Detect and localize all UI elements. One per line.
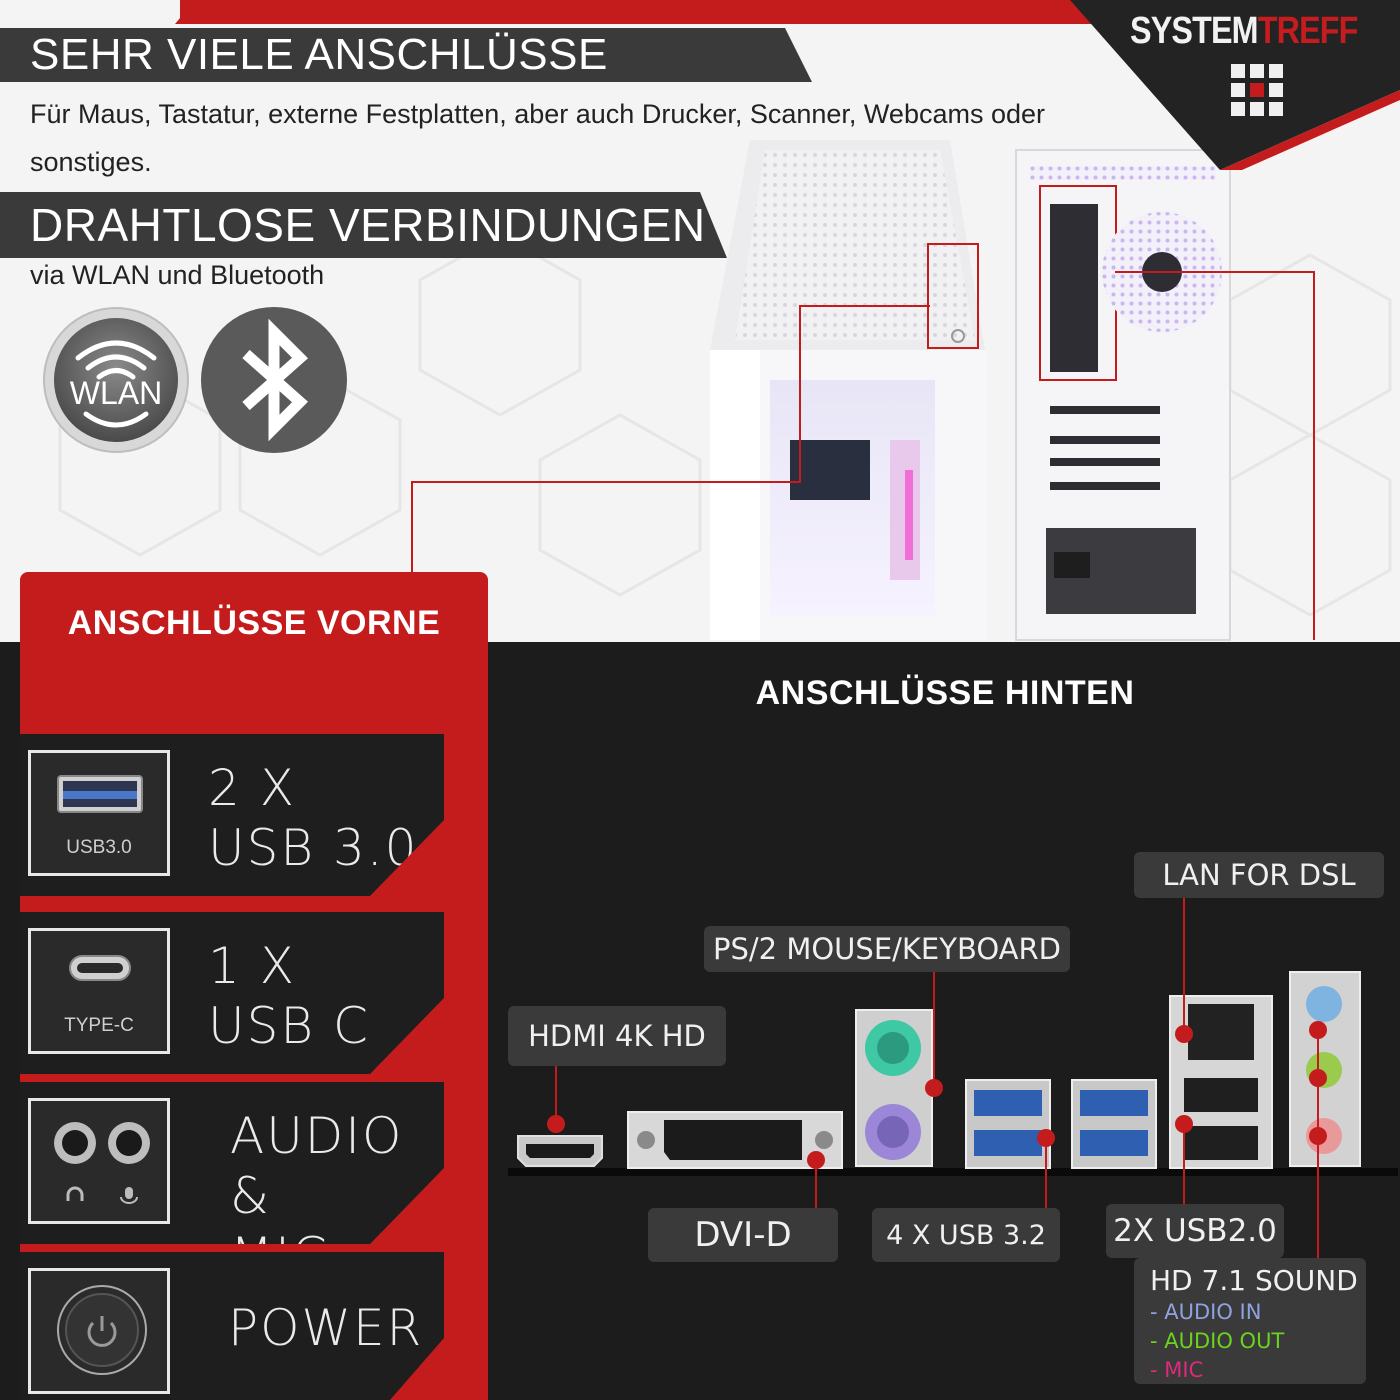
usb-c-port-icon bbox=[69, 955, 131, 981]
power-port-box bbox=[28, 1268, 170, 1394]
hdmi-port-icon bbox=[517, 1135, 603, 1167]
wlan-icon: WLAN bbox=[43, 307, 189, 453]
usbc-label: 1 X USB C bbox=[208, 936, 370, 1056]
front-row-power: POWER bbox=[20, 1252, 444, 1400]
usb32-label: 4 X USB 3.2 bbox=[872, 1208, 1060, 1262]
audio-label-line1: AUDIO & bbox=[230, 1107, 404, 1225]
logo-text-treff: TREFF bbox=[1257, 10, 1359, 52]
dvi-port-icon bbox=[627, 1111, 843, 1169]
section-title-connections: SEHR VIELE ANSCHLÜSSE bbox=[0, 28, 812, 82]
power-label: POWER bbox=[228, 1299, 424, 1357]
sound-audio-out: - AUDIO OUT bbox=[1150, 1329, 1285, 1353]
usb30-label: 2 X USB 3.0 bbox=[208, 758, 418, 878]
rear-ports-title: ANSCHLÜSSE HINTEN bbox=[755, 674, 1135, 712]
usb30-caption: USB3.0 bbox=[66, 837, 132, 858]
front-ports-title: ANSCHLÜSSE VORNE bbox=[67, 604, 441, 642]
usbc-label-line1: 1 X bbox=[208, 937, 296, 995]
dvi-label: DVI-D bbox=[648, 1208, 838, 1262]
pc-case-rear-image bbox=[1015, 149, 1231, 641]
section1-description: Für Maus, Tastatur, externe Festplatten,… bbox=[30, 99, 1046, 177]
usb30-label-line1: 2 X bbox=[208, 759, 296, 817]
sound-audio-in: - AUDIO IN bbox=[1150, 1300, 1262, 1324]
section-title-wireless: DRAHTLOSE VERBINDUNGEN bbox=[0, 192, 727, 258]
front-row-usb30: USB3.0 2 X USB 3.0 bbox=[20, 734, 444, 896]
hdmi-label: HDMI 4K HD bbox=[508, 1006, 726, 1066]
usb32-ports-icon bbox=[965, 1079, 1157, 1169]
usb30-port-box: USB3.0 bbox=[28, 750, 170, 876]
ps2-label: PS/2 MOUSE/KEYBOARD bbox=[704, 926, 1070, 972]
usb30-label-line2: USB 3.0 bbox=[208, 819, 419, 877]
pc-case-front-image bbox=[710, 140, 986, 640]
audio-port-box bbox=[28, 1098, 170, 1224]
front-row-usbc: TYPE-C 1 X USB C bbox=[20, 912, 444, 1074]
sound-label: HD 7.1 SOUND - AUDIO IN - AUDIO OUT - MI… bbox=[1134, 1258, 1366, 1384]
logo-text-system: SYSTEM bbox=[1130, 10, 1259, 52]
power-button-icon bbox=[57, 1285, 147, 1375]
io-baseline bbox=[508, 1168, 1398, 1176]
wlan-badge-text: WLAN bbox=[70, 375, 162, 411]
section2-title-text: DRAHTLOSE VERBINDUNGEN bbox=[30, 199, 706, 251]
rear-io-leader-line bbox=[1115, 271, 1315, 640]
usbc-label-line2: USB C bbox=[208, 997, 370, 1055]
front-io-leader-line bbox=[411, 305, 930, 572]
usbc-caption: TYPE-C bbox=[64, 1015, 134, 1036]
usb20-label: 2X USB2.0 bbox=[1106, 1204, 1284, 1258]
sound-title: HD 7.1 SOUND bbox=[1150, 1264, 1358, 1297]
usb-a-port-icon bbox=[57, 775, 143, 813]
brand-logo: SYSTEMTREFF bbox=[1130, 10, 1358, 53]
bluetooth-icon bbox=[201, 307, 347, 453]
sound-mic: - MIC bbox=[1150, 1358, 1204, 1382]
section1-title-text: SEHR VIELE ANSCHLÜSSE bbox=[30, 30, 608, 79]
front-row-audio: AUDIO & MIC bbox=[20, 1082, 444, 1244]
audio-label: AUDIO & MIC bbox=[230, 1106, 444, 1244]
top-feature-area: SEHR VIELE ANSCHLÜSSE Für Maus, Tastatur… bbox=[0, 0, 1400, 642]
usbc-port-box: TYPE-C bbox=[28, 928, 170, 1054]
audio-jacks-icon bbox=[54, 1122, 150, 1204]
section2-description: via WLAN und Bluetooth bbox=[30, 260, 325, 290]
ps2-port-icon bbox=[855, 1009, 933, 1167]
lan-label: LAN FOR DSL bbox=[1134, 852, 1384, 898]
logo-cube-icon bbox=[1231, 64, 1283, 116]
lan-usb2-ports-icon bbox=[1169, 995, 1273, 1169]
audio-label-line2: MIC bbox=[230, 1226, 444, 1244]
